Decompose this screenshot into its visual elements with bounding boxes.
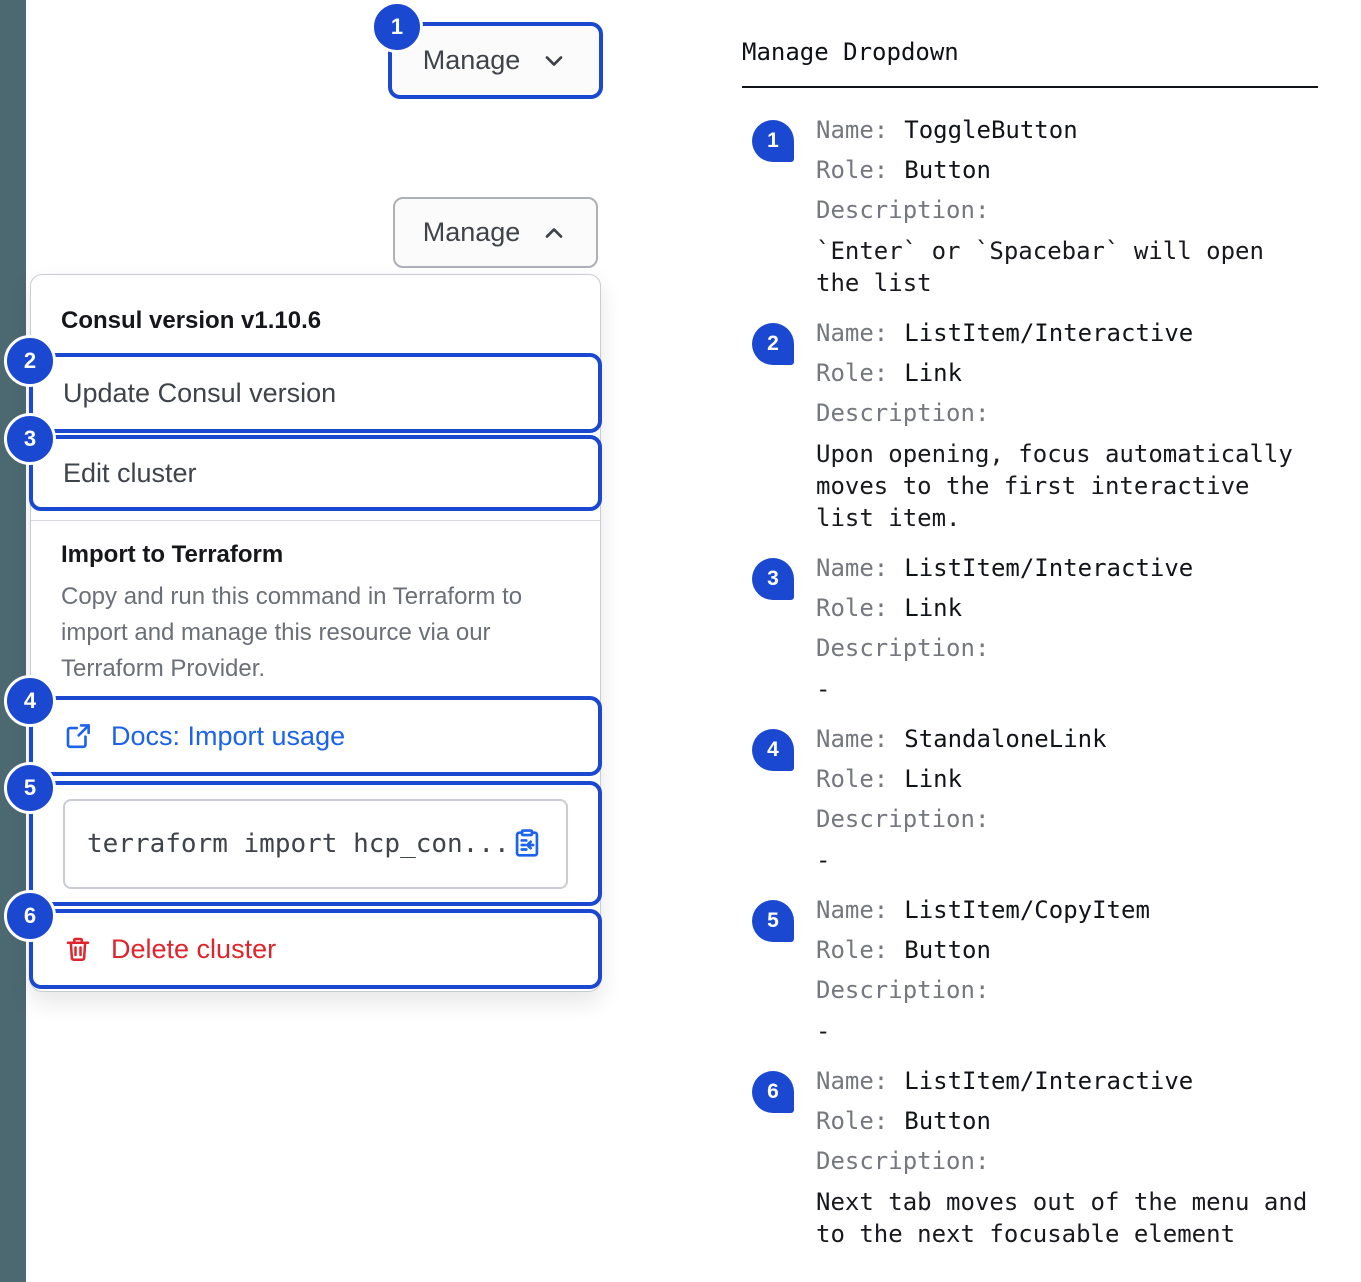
annotation-badge-6: 6	[4, 890, 56, 942]
legend-badge-5: 5	[752, 900, 794, 942]
description-label: Description:	[816, 805, 990, 833]
chevron-up-icon	[545, 227, 563, 238]
description-label: Description:	[816, 196, 990, 224]
name-label: Name:	[816, 725, 889, 753]
manage-toggle-button[interactable]: Manage	[388, 22, 603, 99]
description-label: Description:	[816, 399, 990, 427]
terraform-command-copy-field[interactable]: terraform import hcp_con...	[63, 798, 568, 889]
trash-icon	[66, 937, 90, 962]
legend-badge-1: 1	[752, 120, 794, 162]
description-label: Description:	[816, 976, 990, 1004]
entry-name: ToggleButton	[904, 116, 1078, 144]
legend-entry-3: 3 Name: ListItem/Interactive Role: Link De…	[742, 548, 1318, 705]
docs-link-icon	[66, 724, 90, 749]
menu-divider	[31, 520, 600, 521]
legend-entries: 1 Name: ToggleButton Role: Button Descript…	[742, 110, 1318, 1250]
entry-role: Button	[904, 936, 991, 964]
role-label: Role:	[816, 156, 889, 184]
docs-link-label: Docs: Import usage	[111, 720, 346, 751]
manage-dropdown-menu: Consul version v1.10.6 Update Consul ver…	[29, 274, 602, 992]
annotation-badge-4: 4	[4, 675, 56, 727]
legend-rule	[742, 86, 1318, 88]
menu-item-label: Edit cluster	[63, 457, 197, 488]
delete-cluster-label: Delete cluster	[111, 933, 277, 964]
description-label: Description:	[816, 634, 990, 662]
legend-entry-5: 5 Name: ListItem/CopyItem Role: Button Des…	[742, 890, 1318, 1047]
chevron-down-icon	[545, 55, 563, 66]
menu-item-delete-cluster[interactable]: Delete cluster	[29, 909, 602, 989]
entry-description: Upon opening, focus automatically moves …	[816, 440, 1293, 532]
name-label: Name:	[816, 1067, 889, 1095]
legend-badge-3: 3	[752, 558, 794, 600]
annotation-legend: Manage Dropdown 1 Name: ToggleButton Role…	[742, 34, 1318, 1264]
name-label: Name:	[816, 116, 889, 144]
annotation-badge-5: 5	[4, 762, 56, 814]
terraform-command-item: terraform import hcp_con...	[29, 781, 602, 906]
entry-description: -	[816, 675, 831, 703]
left-rail	[0, 0, 26, 1282]
annotation-badge-3: 3	[4, 413, 56, 465]
entry-role: Link	[904, 765, 963, 793]
annotation-badge-2: 2	[4, 335, 56, 387]
menu-item-label: Update Consul version	[63, 377, 337, 408]
entry-name: ListItem/CopyItem	[904, 896, 1150, 924]
consul-version-header: Consul version v1.10.6	[61, 307, 322, 334]
entry-role: Button	[904, 1107, 991, 1135]
legend-badge-2: 2	[752, 323, 794, 365]
entry-description: Next tab moves out of the menu and to th…	[816, 1188, 1308, 1248]
legend-entry-4: 4 Name: StandaloneLink Role: Link Descript…	[742, 719, 1318, 876]
description-label: Description:	[816, 1147, 990, 1175]
manage-toggle-button-expanded[interactable]: Manage	[393, 197, 598, 268]
annotation-badge-1: 1	[371, 1, 423, 53]
entry-description: `Enter` or `Spacebar` will open the list	[816, 237, 1264, 297]
role-label: Role:	[816, 765, 889, 793]
entry-description: -	[816, 1017, 831, 1045]
import-to-terraform-header: Import to Terraform	[61, 541, 284, 568]
entry-role: Link	[904, 594, 963, 622]
docs-import-usage-link[interactable]: Docs: Import usage	[29, 696, 602, 776]
entry-name: ListItem/Interactive	[904, 1067, 1194, 1095]
legend-title: Manage Dropdown	[742, 38, 959, 66]
role-label: Role:	[816, 1107, 889, 1135]
role-label: Role:	[816, 359, 889, 387]
entry-name: ListItem/Interactive	[904, 554, 1194, 582]
manage-toggle-label: Manage	[422, 45, 521, 75]
entry-role: Link	[904, 359, 963, 387]
legend-entry-2: 2 Name: ListItem/Interactive Role: Link De…	[742, 313, 1318, 534]
role-label: Role:	[816, 594, 889, 622]
import-description: Copy and run this command in Terraform t…	[61, 583, 523, 682]
entry-description: -	[816, 846, 831, 874]
manage-toggle-label: Manage	[422, 217, 521, 247]
legend-badge-4: 4	[752, 729, 794, 771]
legend-entry-6: 6 Name:ListItem/Interactive Role:Button …	[742, 1061, 1318, 1250]
name-label: Name:	[816, 554, 889, 582]
name-label: Name:	[816, 319, 889, 347]
terraform-command-text: terraform import hcp_con...	[87, 828, 510, 859]
entry-name: ListItem/Interactive	[904, 319, 1194, 347]
entry-role: Button	[904, 156, 991, 184]
legend-badge-6: 6	[752, 1071, 794, 1113]
role-label: Role:	[816, 936, 889, 964]
clipboard-copy-icon[interactable]	[510, 827, 544, 861]
legend-entry-1: 1 Name: ToggleButton Role: Button Descript…	[742, 110, 1318, 299]
menu-item-edit-cluster[interactable]: Edit cluster	[29, 435, 602, 511]
menu-item-update-consul-version[interactable]: Update Consul version	[29, 353, 602, 433]
entry-name: StandaloneLink	[904, 725, 1107, 753]
name-label: Name:	[816, 896, 889, 924]
